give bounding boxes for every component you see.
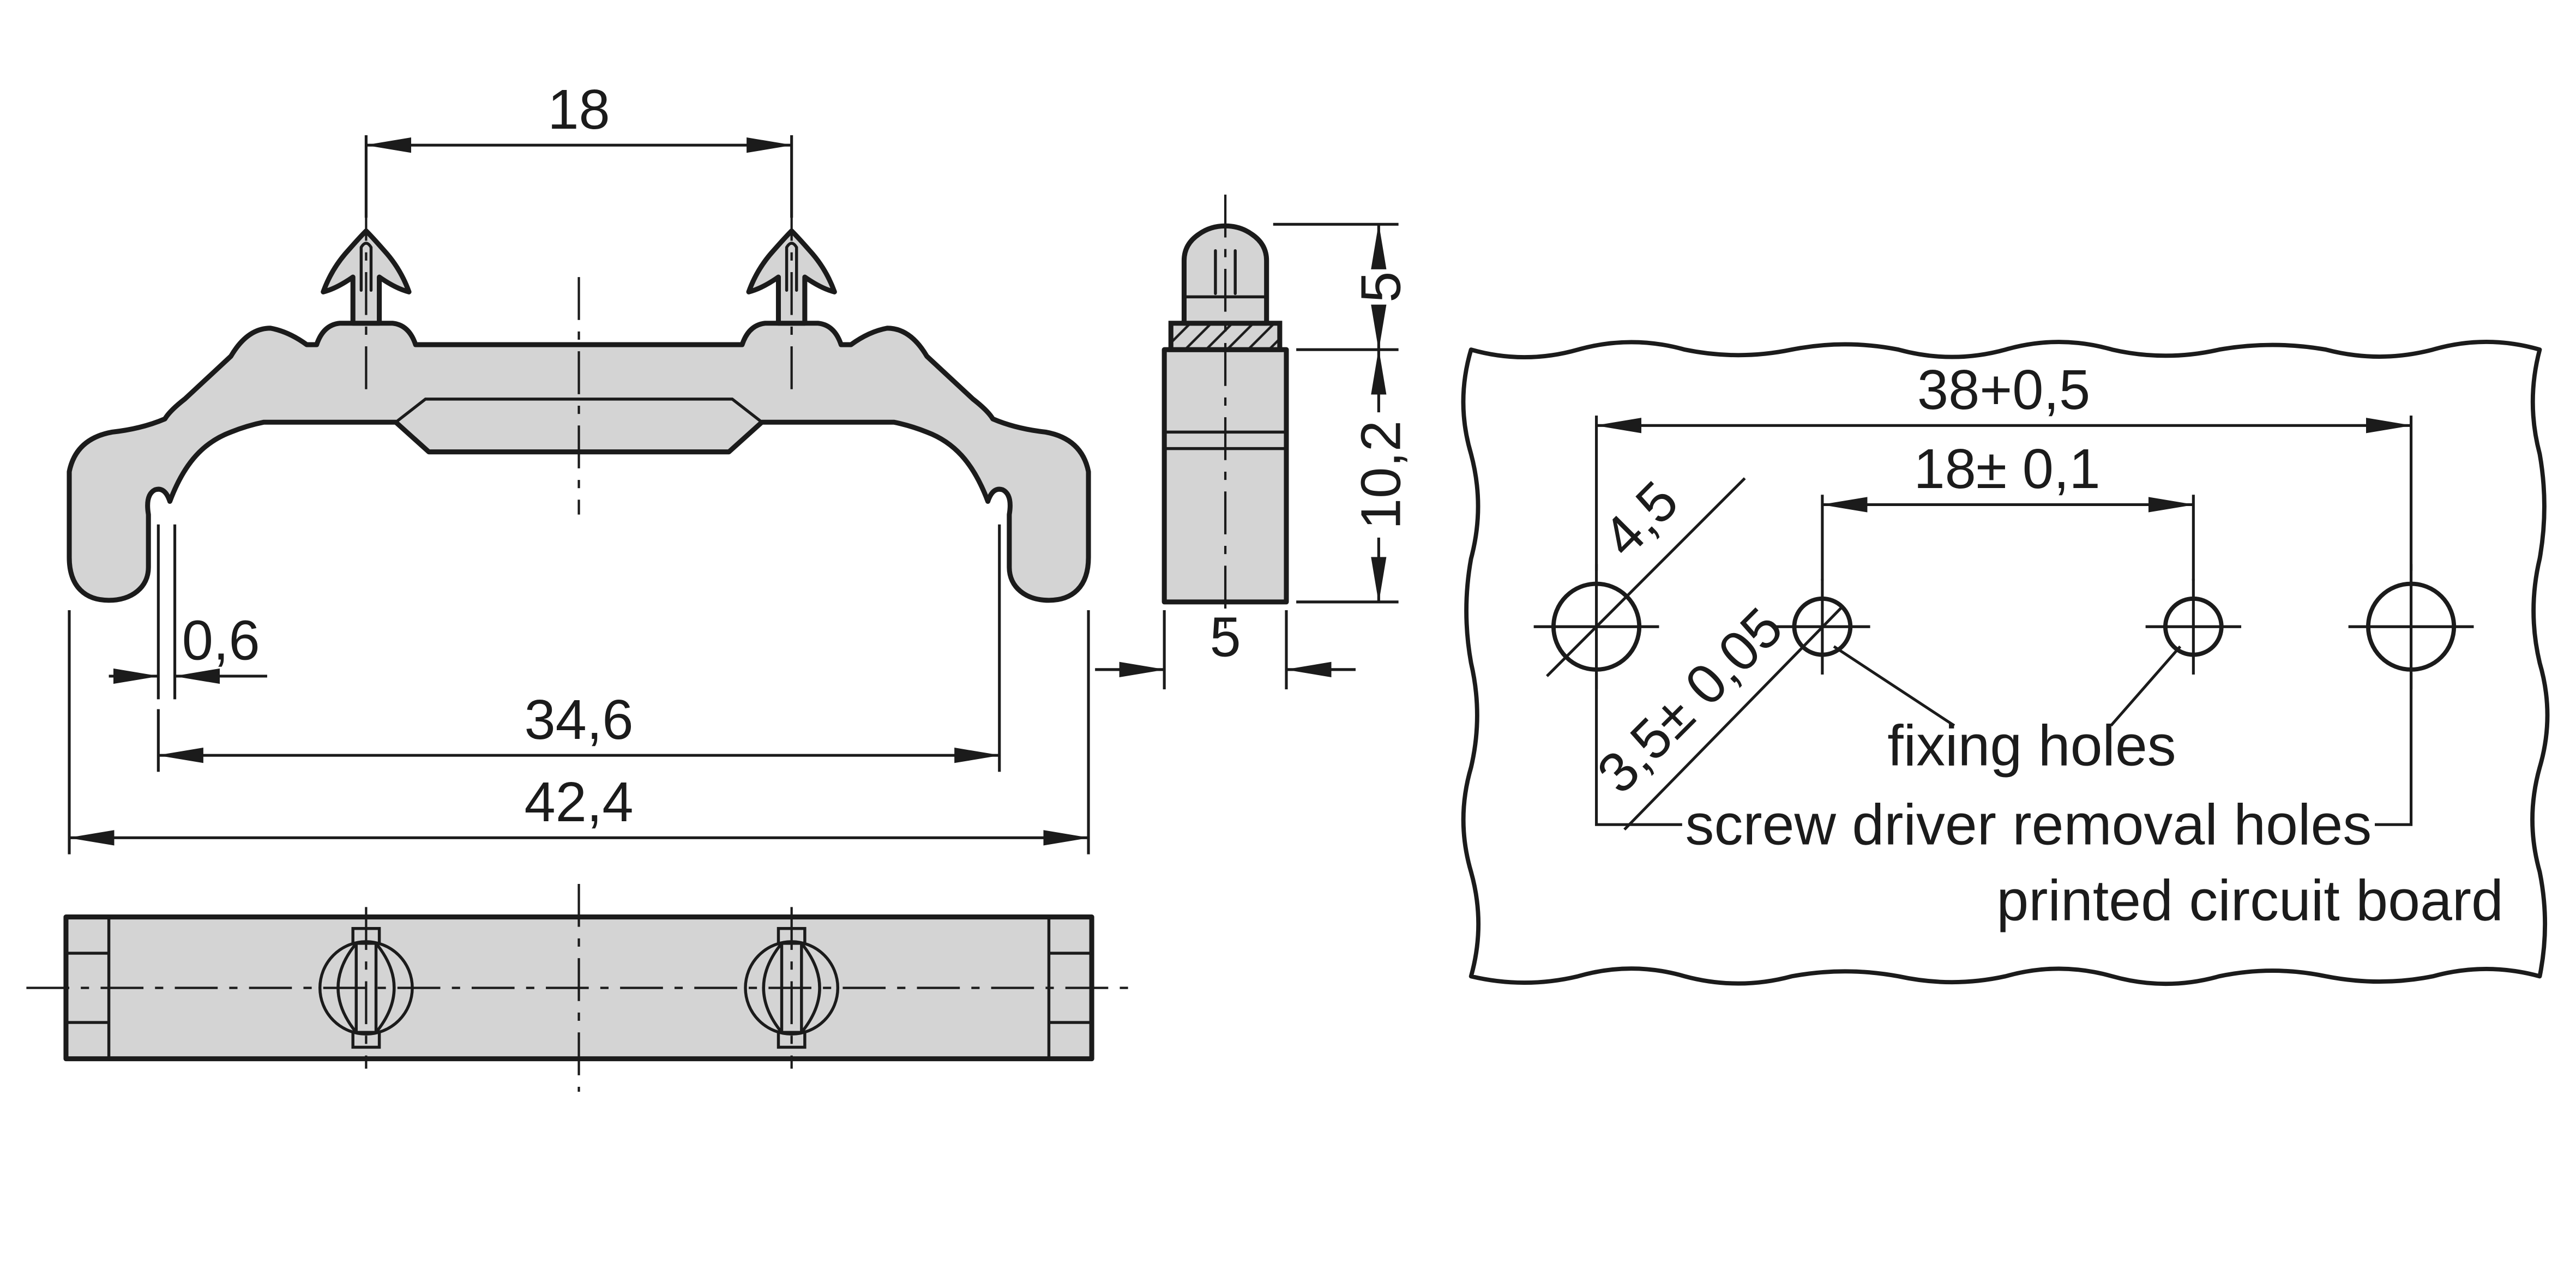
removal-holes-leaders	[1594, 672, 2413, 826]
front-view: 18 0,6 34,6 42,4	[67, 78, 1091, 854]
callout-removal-hole-leader	[1546, 477, 1746, 677]
label-fixing-holes: fixing holes	[1887, 713, 2176, 778]
dim-pin-pitch-extensions	[364, 135, 793, 218]
pcb-view: 38+0,5 18± 0,1 4,5 3,5± 0,05 fixing hole…	[1461, 340, 2550, 986]
dim-body-height: 10,2	[1350, 348, 1412, 603]
fixing-holes-leaders	[1833, 645, 2182, 727]
dim-inner-width-value: 34,6	[524, 688, 633, 751]
dim-inner-width: 34,6	[157, 524, 1001, 772]
dim-pin-pitch: 18	[364, 78, 793, 218]
dim-hook-gap: 0,6	[109, 524, 267, 700]
dim-hook-gap-extensions	[157, 524, 177, 700]
dim-fixing-pitch-value: 18± 0,1	[1913, 437, 2100, 500]
dim-pin-height: 5	[1273, 222, 1412, 604]
side-view: 5 10,2 5	[1095, 194, 1412, 690]
bottom-centerlines	[26, 884, 1131, 1092]
front-body-outline	[67, 321, 1091, 603]
dim-pin-height-value: 5	[1350, 272, 1412, 303]
label-printed-circuit-board: printed circuit board	[1996, 869, 2503, 933]
pcb-outline	[1461, 340, 2550, 986]
dim-hook-gap-value: 0,6	[182, 609, 260, 672]
dim-body-height-value: 10,2	[1350, 420, 1412, 529]
dim-pin-pitch-value: 18	[547, 78, 610, 141]
dim-overall-width: 42,4	[68, 610, 1090, 854]
label-removal-holes-group: screw driver removal holes	[1594, 672, 2413, 857]
dim-fixing-pitch-extensions	[1821, 495, 2195, 581]
dim-overall-width-extensions	[68, 610, 1090, 854]
dim-hole-span-extensions	[1594, 416, 2413, 571]
callout-removal-hole-value: 4,5	[1591, 469, 1690, 568]
label-fixing-holes-group: fixing holes	[1833, 645, 2182, 778]
dim-depth-value: 5	[1209, 606, 1241, 669]
bottom-view	[26, 884, 1131, 1092]
front-recess-line	[394, 398, 763, 424]
label-removal-holes: screw driver removal holes	[1686, 792, 2372, 857]
dim-hole-span: 38+0,5	[1594, 358, 2413, 571]
dim-depth: 5	[1095, 606, 1356, 690]
dim-overall-width-value: 42,4	[524, 771, 633, 833]
callout-fixing-hole-leader	[1623, 606, 1844, 831]
dim-fixing-pitch: 18± 0,1	[1821, 437, 2195, 581]
front-centerlines	[365, 197, 793, 515]
dim-hole-span-value: 38+0,5	[1917, 358, 2090, 421]
